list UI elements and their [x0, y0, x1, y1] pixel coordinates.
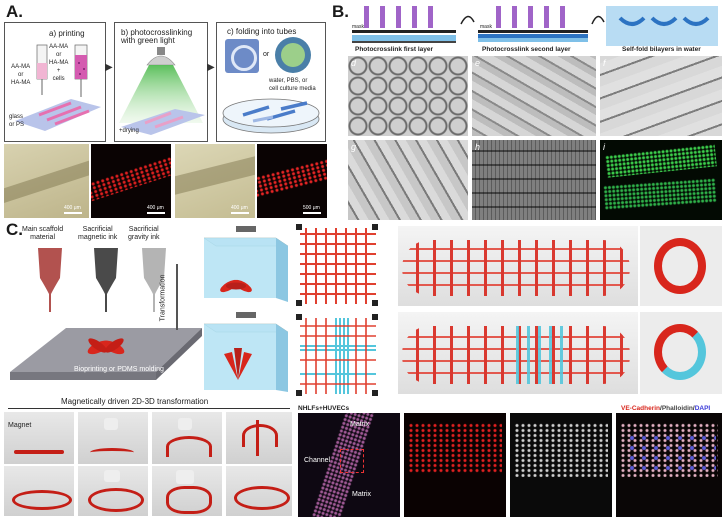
ink2-label: AA-MA or HA-MA + cells	[49, 44, 69, 82]
panel-a-folding-box: c) folding into tubes or water, PBS, or …	[216, 22, 326, 142]
step1-label: Photocrosslink first layer	[355, 46, 434, 53]
mag-frame-3	[152, 412, 222, 464]
letter-g: g	[351, 142, 357, 152]
photocrosslink-title: b) photocrosslinking with green light	[121, 28, 193, 45]
grid-red-cyan	[296, 314, 378, 396]
magnetic-title: Magnetically driven 2D-3D transformation	[58, 398, 212, 406]
ink-magnetic-label: Sacrificial magnetic ink	[78, 226, 118, 241]
arrow-a-b: ▶	[105, 62, 113, 73]
cells-title: NHLFs+HUVECs	[298, 405, 350, 412]
mag-frame-1: Magnet	[4, 412, 74, 464]
tube-ring-red	[640, 226, 722, 306]
transformation-arrow	[176, 264, 178, 330]
magnetic-title-line	[8, 408, 290, 409]
mag-frame-6	[78, 466, 148, 516]
printing-title: a) printing	[49, 29, 85, 38]
micrograph-fluorescent-1: 400 μm	[91, 144, 171, 218]
merged-image	[616, 413, 722, 517]
mag-frame-5	[4, 466, 74, 516]
stain-sep-1: /	[660, 405, 662, 412]
panel-c-label: C.	[6, 220, 23, 239]
panel-a-label: A.	[6, 2, 23, 21]
letter-e: e	[475, 58, 481, 68]
cell-tube-photo	[275, 37, 311, 73]
media-label: water, PBS, or cell culture media	[269, 78, 316, 92]
folded-tube-photo	[225, 39, 259, 73]
folding-title: c) folding into tubes	[227, 27, 297, 36]
stain-ph: Phalloidin	[661, 405, 693, 412]
bilayer-schematic	[352, 6, 718, 46]
magnet-label: Magnet	[8, 422, 32, 429]
micrograph-fluorescent-2: 500 μm	[257, 144, 327, 218]
panel-a-photocrosslink-box: b) photocrosslinking with green light +d…	[114, 22, 208, 142]
tube-ring-red-cyan	[640, 312, 722, 394]
tube-photo-red-cyan	[398, 312, 638, 394]
letter-i: i	[603, 142, 605, 152]
ink1-label: AA-MA or HA-MA	[11, 64, 31, 86]
mask-label-2: mask	[480, 24, 492, 30]
mask-label-1: mask	[352, 24, 364, 30]
arrow-b-c: ▶	[207, 62, 215, 73]
scale-a1: 400 μm	[64, 205, 81, 211]
matrix-bottom-label: Matrix	[352, 491, 372, 498]
micrograph-e: e	[472, 56, 596, 136]
micrograph-d: d	[348, 56, 468, 136]
matrix-top-label: Matrix	[350, 421, 370, 428]
printing-syringes	[15, 44, 101, 131]
tank-top	[203, 226, 289, 302]
step2-label: Photocrosslink second layer	[482, 46, 571, 53]
stain-legend: VE-Cadherin/Phalloidin/DAPI	[621, 405, 710, 412]
transformation-label: Transformation	[159, 274, 167, 322]
mag-frame-4	[226, 412, 292, 464]
channel-label: Channel	[304, 457, 331, 464]
mag-frame-7	[152, 466, 222, 516]
letter-f: f	[603, 58, 606, 68]
green-light-lamp	[119, 47, 205, 135]
petri-dish	[222, 98, 320, 134]
micrograph-brightfield-1: 400 μm	[4, 144, 89, 218]
printing-platform	[10, 328, 202, 380]
drying-label: +drying	[119, 128, 139, 134]
micrograph-i: i	[600, 140, 722, 220]
scale-a3: 400 μm	[231, 205, 248, 211]
micrograph-f: f	[600, 56, 722, 136]
tube-photo-red	[398, 226, 638, 306]
stain-dapi: DAPI	[694, 405, 711, 412]
phalloidin-image	[510, 413, 612, 517]
letter-h: h	[475, 142, 481, 152]
mag-frame-8	[226, 466, 292, 516]
or-label: or	[263, 51, 270, 58]
scale-a2: 400 μm	[147, 205, 164, 211]
platform-label: Bioprinting or PDMS molding	[74, 366, 164, 373]
letter-d: d	[351, 58, 357, 68]
micrograph-brightfield-2: 400 μm	[175, 144, 255, 218]
grid-red	[296, 224, 378, 306]
ink-cartridges	[38, 248, 166, 312]
substrate-label: glass or PS	[9, 114, 25, 128]
step3-label: Self-fold bilayers in water	[622, 46, 701, 53]
scale-a4: 500 μm	[303, 205, 320, 211]
micrograph-h: h	[472, 140, 596, 220]
stain-sep-2: /	[692, 405, 695, 412]
channel-overview-image: Matrix Channel Matrix	[298, 413, 400, 517]
panel-b-label: B.	[332, 2, 349, 21]
ve-cadherin-image	[404, 413, 506, 517]
micrograph-g: g	[348, 140, 468, 220]
tank-bottom	[203, 312, 289, 392]
panel-a-printing-box: a) printing AA-MA or HA-MA AA-MA or HA-M…	[4, 22, 106, 142]
stain-ve: VE-Cadherin	[621, 405, 661, 412]
ink-gravity-label: Sacrificial gravity ink	[128, 226, 160, 241]
ink-main-label: Main scaffold material	[22, 226, 64, 241]
mag-frame-2	[78, 412, 148, 464]
